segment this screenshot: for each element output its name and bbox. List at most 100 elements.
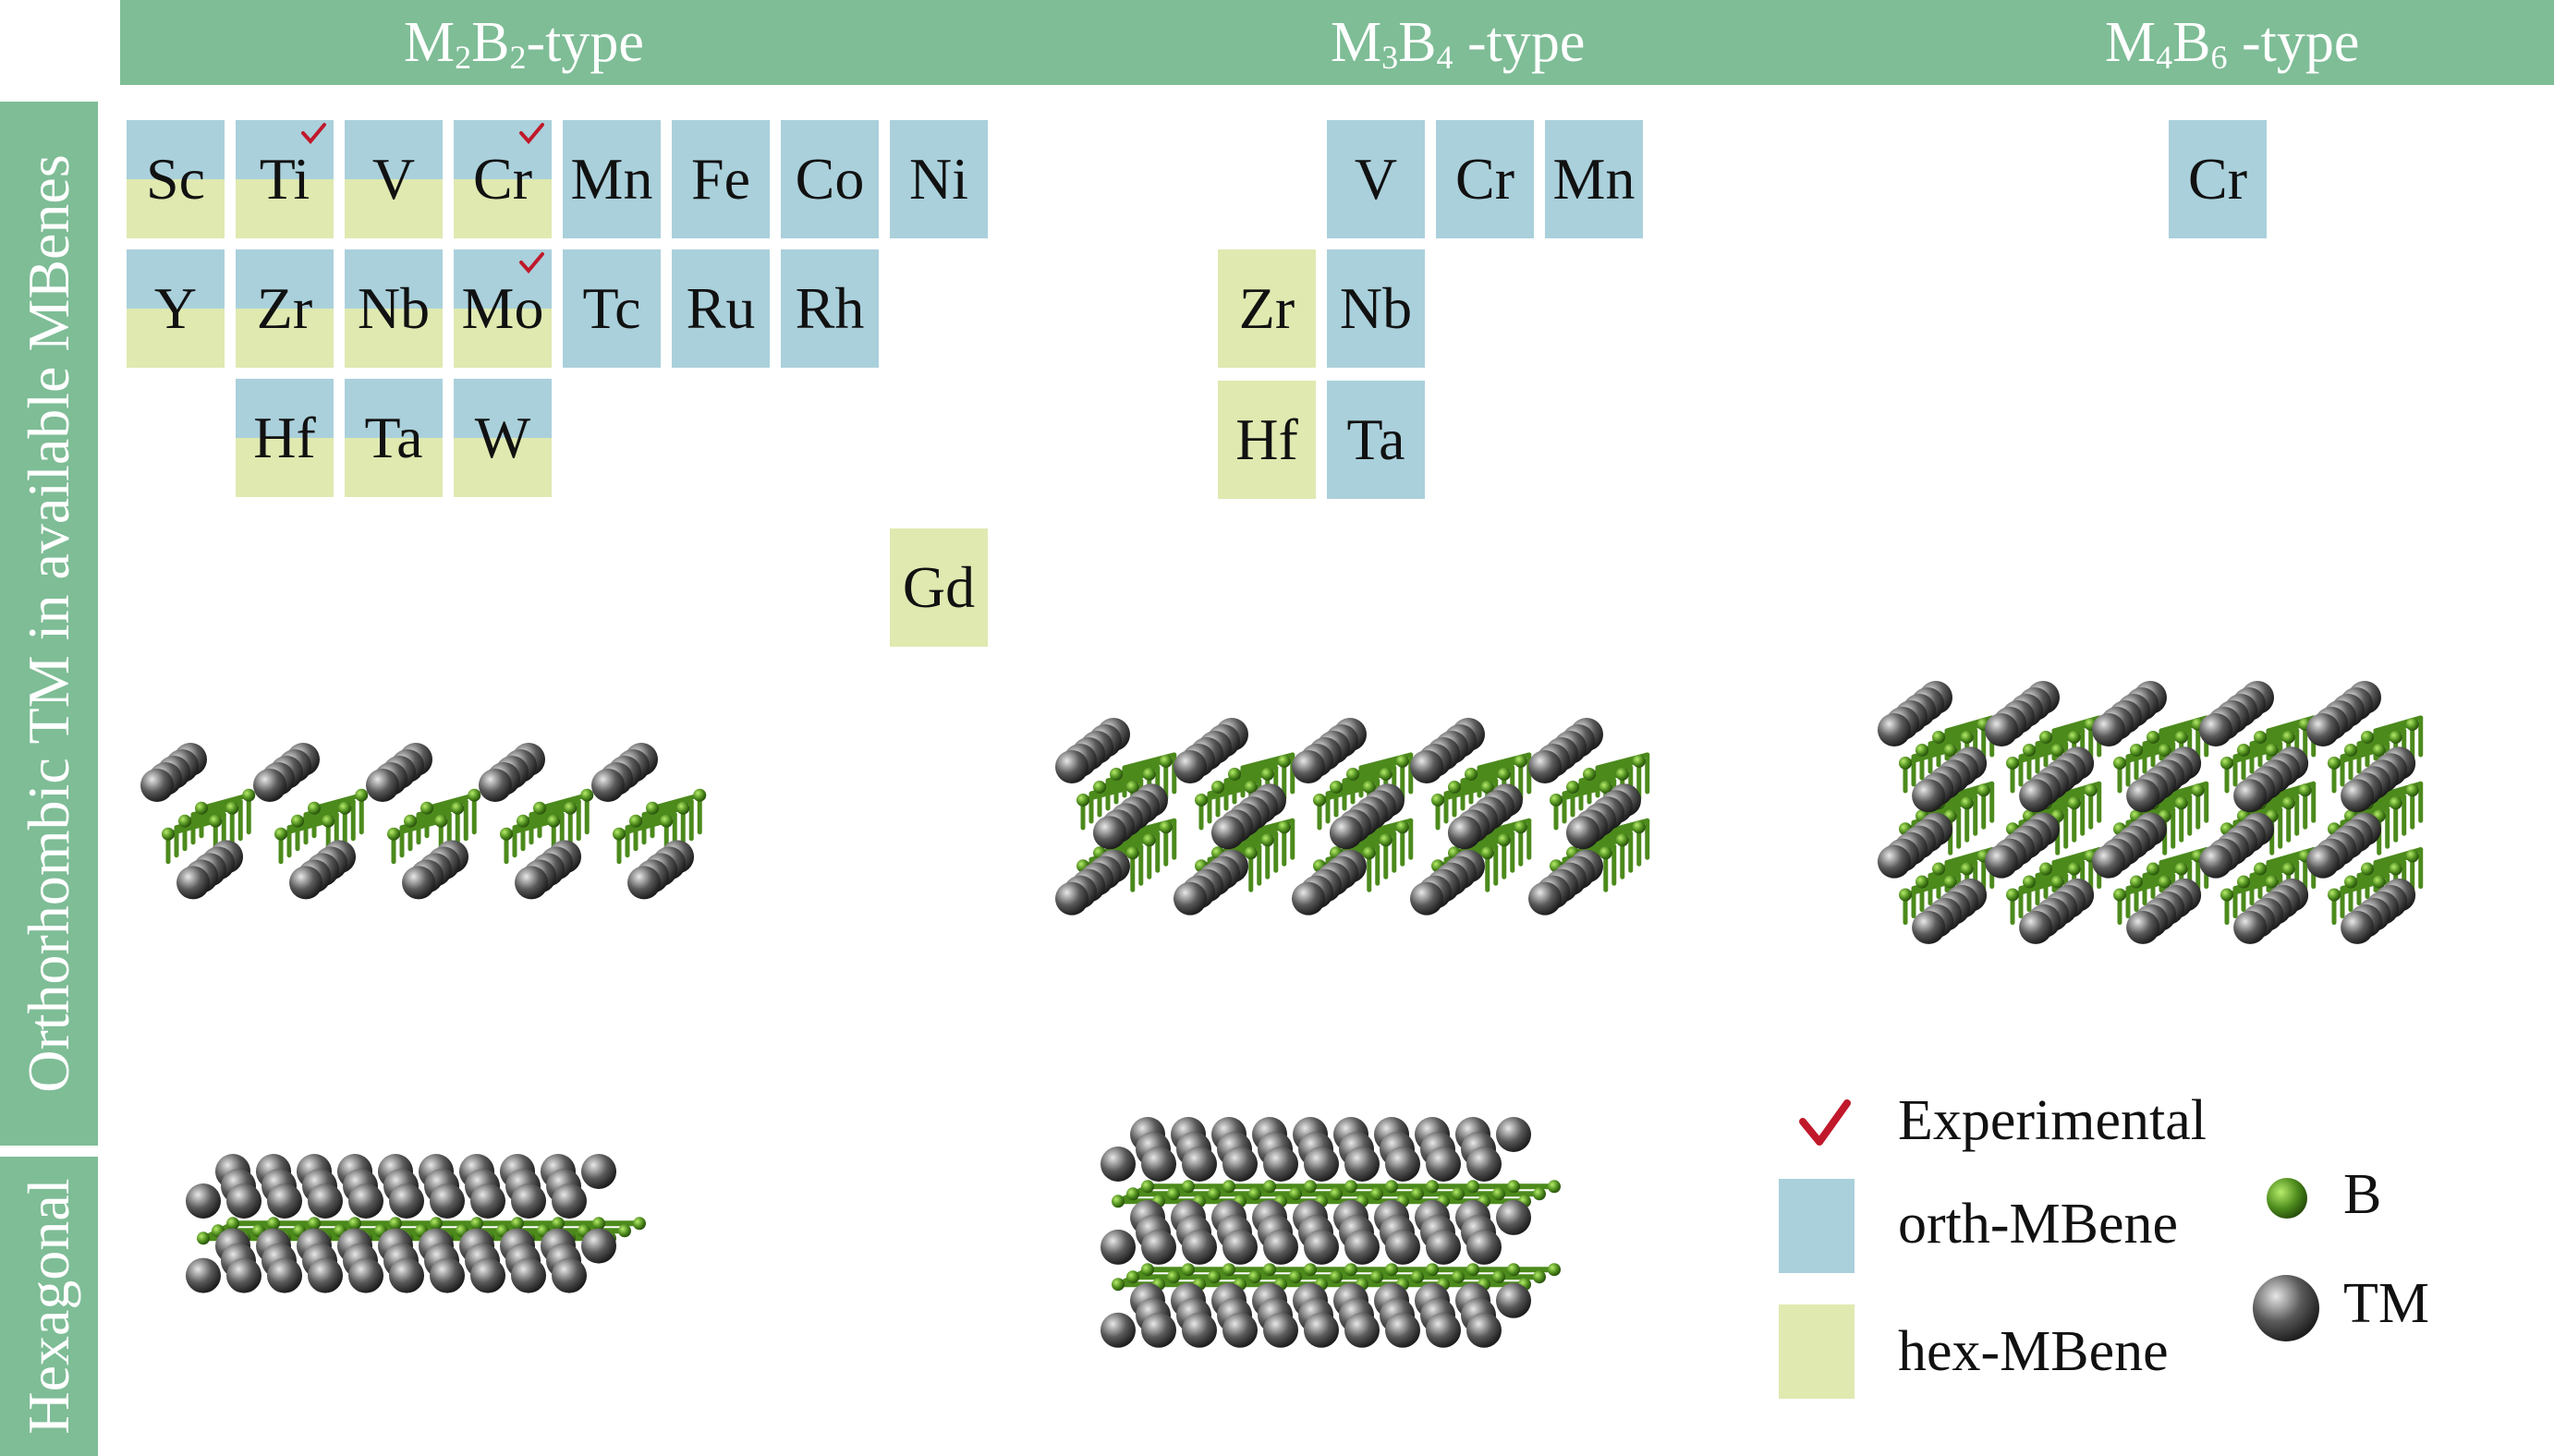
element-symbol: Y [153,275,198,341]
boron-atom [1182,1263,1195,1277]
boron-atom [2067,730,2081,744]
tm-atom [1141,1229,1176,1265]
tm-atom [1304,1312,1339,1348]
element-symbol: Hf [1235,406,1298,472]
boron-atom [2237,875,2250,889]
boron-atom [2405,849,2419,863]
legend-tm-atom-icon [2253,1275,2319,1341]
boron-atom [430,1217,443,1231]
element-symbol: Sc [146,146,205,212]
boron-atom [1932,730,1945,744]
boron-atom [1330,780,1343,794]
tm-atom [1496,1282,1531,1318]
boron-atom [1263,1180,1276,1194]
tm-atom [2092,713,2125,746]
header-m4b6-b-sub: 6 [2210,39,2228,76]
boron-atom [1533,1187,1546,1201]
boron-atom [1395,754,1409,768]
boron-atom [2158,743,2171,757]
boron-atom [1277,820,1291,834]
tm-atom [308,1183,343,1219]
tm-atom [2199,844,2232,879]
element-tile-m3b4-zr: Zr [1218,249,1316,368]
boron-atom [1548,1263,1561,1277]
boron-atom [2405,783,2419,797]
tm-atom [2019,910,2053,944]
tm-atom [1222,1147,1258,1182]
header-m4b6-m: M [2105,11,2157,74]
tm-atom [515,866,549,900]
boron-atom [2254,862,2267,876]
tm-atom [1878,713,1911,746]
element-tile-m2b2-cr: Cr [454,120,552,238]
boron-atom [1514,754,1527,768]
legend-tm: TM [2343,1272,2429,1335]
boron-atom [2372,875,2386,889]
element-tile-m2b2-ru: Ru [672,249,770,368]
boron-atom [2130,875,2143,889]
tm-atom [253,769,286,802]
boron-atom [338,801,352,815]
element-tile-m2b2-tc: Tc [563,249,661,368]
boron-atom [2130,743,2143,757]
header-m3b4-m-sub: 3 [1381,39,1399,76]
boron-atom [1167,1187,1180,1201]
boron-atom [226,1217,239,1231]
boron-atom [2361,730,2374,744]
tm-atom [552,1183,587,1219]
element-tile-m4b6-cr: Cr [2169,120,2267,238]
tm-atom [581,1154,616,1189]
boron-atom [1385,1263,1398,1277]
element-symbol: Hf [253,405,316,470]
element-symbol: Ti [259,146,310,212]
header-m4b6-type: M4B6 -type [2105,9,2359,91]
header-m4b6-suffix: -type [2227,11,2360,74]
boron-atom [1304,1263,1317,1277]
legend-check-icon [1799,1099,1851,1146]
boron-atom [2084,783,2098,797]
tm-atom [1912,779,1946,813]
boron-atom [1943,743,1957,757]
boron-atom [1395,820,1409,834]
element-tile-m2b2-fe: Fe [672,120,770,238]
boron-atom [1960,796,1974,810]
tm-atom [1985,844,2018,879]
boron-atom [2158,875,2171,889]
boron-atom [1208,1187,1221,1201]
tm-atom [2341,910,2375,944]
tm-atom [1385,1229,1420,1265]
boron-atom [1507,1263,1520,1277]
element-symbol: Zr [1238,275,1295,341]
sidebar-hexagonal [0,1157,98,1456]
b-b-bond [650,793,702,811]
element-tile-m2b2-sc: Sc [127,120,225,238]
boron-atom [2405,717,2419,731]
boron-atom [2050,743,2064,757]
element-tile-m3b4-v: V [1327,120,1425,238]
boron-atom [1492,1187,1505,1201]
boron-atom [2220,888,2233,902]
boron-atom [1195,793,1208,807]
tm-atom [1985,713,2018,746]
boron-atom [1899,756,1912,770]
element-tile-m2b2-y: Y [127,249,225,368]
boron-atom [1248,1270,1261,1284]
boron-atom [500,827,513,841]
boron-atom [1497,833,1511,847]
tm-atom [581,1228,616,1264]
boron-atom [1112,1195,1125,1208]
tm-atom [1263,1229,1298,1265]
boron-atom [2344,875,2357,889]
tm-atom [470,1183,505,1219]
tm-atom [226,1257,261,1293]
tm-atom [1344,1312,1380,1348]
tm-atom [1141,1147,1176,1182]
element-symbol: Cr [473,146,532,212]
boron-atom [1141,1180,1154,1194]
boron-atom [1228,767,1241,781]
boron-atom [552,1217,565,1231]
boron-atom [2372,743,2386,757]
boron-atom [1452,1270,1465,1284]
tm-atom [2306,844,2340,879]
b-b-bond [424,793,477,811]
